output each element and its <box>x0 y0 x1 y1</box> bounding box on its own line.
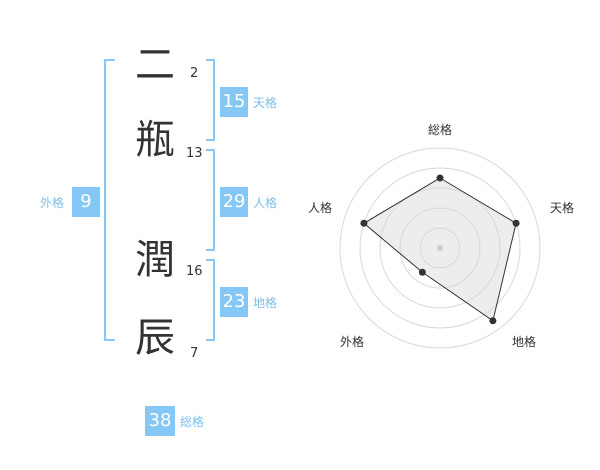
soukaku-value: 38 <box>145 406 175 436</box>
stroke-count-3: 16 <box>186 264 203 279</box>
tenkaku-bracket <box>206 59 215 141</box>
jinkaku-value: 29 <box>220 187 248 217</box>
radar-grid-ring <box>359 167 521 329</box>
chikaku-value: 23 <box>220 287 248 317</box>
radar-point <box>489 317 497 325</box>
gaikaku-label: 外格 <box>40 196 65 210</box>
radar-label-gaikaku: 外格 <box>339 335 364 349</box>
chikaku-label: 地格 <box>253 296 278 310</box>
gaikaku-value: 9 <box>72 187 100 217</box>
radar-point <box>418 268 426 276</box>
name-char-4: 辰 <box>135 315 175 361</box>
gaikaku-bracket <box>104 59 115 341</box>
name-char-3: 潤 <box>135 237 175 283</box>
radar-label-jinkaku: 人格 <box>307 201 332 215</box>
radar-grid-ring <box>399 207 481 289</box>
chikaku-bracket <box>206 259 215 341</box>
radar-grid-ring <box>379 187 501 309</box>
name-char-2: 瓶 <box>135 117 175 163</box>
radar-point <box>436 174 444 182</box>
jinkaku-label: 人格 <box>253 196 278 210</box>
name-char-1: 二 <box>135 42 175 88</box>
tenkaku-value: 15 <box>220 87 248 117</box>
radar-label-chikaku: 地格 <box>511 335 536 349</box>
radar-grid-ring <box>339 147 541 349</box>
soukaku-label: 総格 <box>180 415 205 429</box>
radar-label-soukaku: 総格 <box>427 123 452 137</box>
radar-center-dot <box>437 245 443 251</box>
stroke-count-1: 2 <box>190 66 199 81</box>
stroke-count-2: 13 <box>186 146 203 161</box>
jinkaku-bracket <box>206 149 215 251</box>
radar-point <box>360 219 368 227</box>
stroke-count-4: 7 <box>190 346 199 361</box>
tenkaku-label: 天格 <box>253 96 278 110</box>
radar-label-tenkaku: 天格 <box>549 201 574 215</box>
radar-grid-ring <box>419 227 461 269</box>
radar-point <box>512 219 520 227</box>
